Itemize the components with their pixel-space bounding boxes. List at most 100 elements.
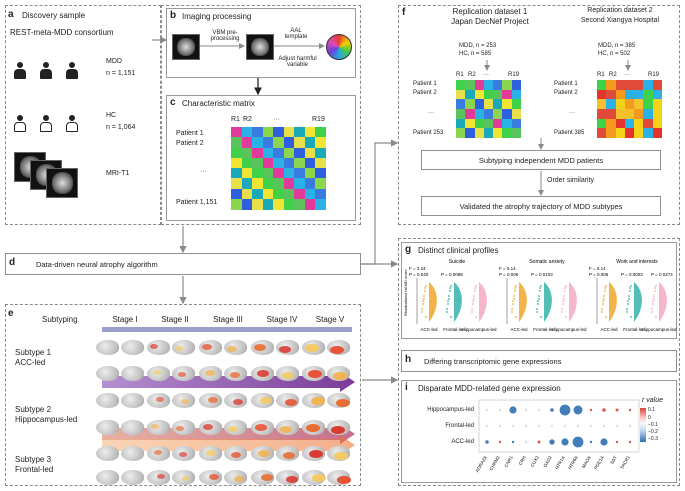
atrophy-region-marker <box>150 344 158 349</box>
matrix-cell <box>634 109 644 120</box>
matrix-cell <box>634 80 644 91</box>
matrix-cell <box>231 147 243 159</box>
mri-label: MRI-T1 <box>106 170 130 177</box>
matrix-cell <box>283 147 295 159</box>
brain-surface-image <box>327 446 350 461</box>
hc-person-icon <box>66 115 78 133</box>
matrix-cell <box>304 127 316 138</box>
matrix-cell <box>502 128 513 139</box>
matrix-col-label: R19 <box>312 116 325 123</box>
panel-a <box>5 5 161 225</box>
matrix-cell <box>315 137 327 148</box>
matrix-cell <box>304 198 316 210</box>
rep2-row-label: Patient 1 <box>554 81 578 87</box>
violin-point <box>514 290 516 292</box>
brain-surface-image <box>147 340 170 355</box>
matrix-cell <box>315 157 327 169</box>
matrix-cell <box>273 137 285 148</box>
stage-label: Stage I <box>112 315 138 324</box>
matrix-cell <box>294 168 306 179</box>
brain-surface-image <box>302 470 326 485</box>
vbm-label: VBM pre-processing <box>210 30 240 42</box>
violin-point <box>626 308 628 310</box>
matrix-cell <box>624 89 635 100</box>
gene-dot <box>563 424 567 428</box>
violin-point <box>561 311 563 313</box>
matrix-cell <box>643 118 654 129</box>
violin-category-label: ACC-led <box>420 327 438 332</box>
rep1-col-label: R1 <box>456 72 464 78</box>
matrix-cell <box>652 89 663 100</box>
violin-point <box>446 311 448 313</box>
violin-ylabel: Residualized HAMD score <box>403 269 408 316</box>
subtype-1-sub: ACC-led <box>15 358 46 367</box>
matrix-cell <box>252 137 264 148</box>
panel-i-letter-badge: i <box>405 382 408 393</box>
matrix-cell <box>511 80 522 91</box>
violin-point <box>474 287 476 289</box>
violin-point <box>446 308 448 310</box>
hc-label: HC <box>106 112 117 119</box>
gene-dot <box>509 406 517 414</box>
matrix-cell <box>511 89 522 100</box>
gene-dot <box>498 424 502 428</box>
matrix-cell <box>493 118 503 129</box>
matrix-cell <box>597 89 607 100</box>
gene-dot <box>511 440 515 444</box>
matrix-cell <box>483 118 494 129</box>
matrix-cell <box>241 127 253 138</box>
mdd-count: n = 1,151 <box>106 70 136 77</box>
atrophy-region-marker <box>279 346 291 353</box>
rep1-row-label: Patient 1 <box>413 81 437 87</box>
atrophy-region-marker <box>261 474 273 481</box>
matrix-cell <box>283 127 295 138</box>
brain-surface-image <box>96 470 119 485</box>
gene-dot <box>524 408 528 412</box>
matrix-cell <box>294 178 306 189</box>
matrix-cell <box>511 99 522 110</box>
gene-row-label: Frontal-led <box>445 423 474 429</box>
gene-label: GAD2 <box>542 455 553 469</box>
violin-point <box>601 311 603 313</box>
atrophy-region-marker <box>176 426 184 431</box>
matrix-cell <box>304 147 316 159</box>
matrix-cell <box>493 89 503 100</box>
violin-point <box>564 290 566 292</box>
brain-surface-image <box>121 420 144 435</box>
matrix-cell <box>483 89 494 100</box>
violin-point <box>629 287 631 289</box>
matrix-cell <box>241 178 253 189</box>
gene-dot <box>537 424 541 428</box>
violin-shape <box>519 282 527 322</box>
rep1-title: Replication dataset 1 <box>452 7 528 16</box>
matrix-cell <box>597 109 607 120</box>
violin-stat: P = 0.006 <box>589 272 609 277</box>
legend-title: r value <box>642 397 664 404</box>
legend-colorbar <box>640 408 646 442</box>
atrophy-region-marker <box>208 397 218 403</box>
matrix-cell <box>606 118 617 129</box>
atrophy-region-marker <box>228 426 238 432</box>
gene-dot <box>589 440 593 444</box>
brain-surface-image <box>172 420 195 435</box>
violin-point <box>653 298 655 300</box>
brain-surface-image <box>147 470 170 485</box>
brain-surface-image <box>96 446 119 461</box>
violin-category-label: Frontal-led <box>533 327 555 332</box>
violin-point <box>472 303 474 305</box>
violin-point <box>513 298 515 300</box>
matrix-cell <box>597 128 607 139</box>
matrix-cell <box>652 80 663 91</box>
violin-point <box>539 290 541 292</box>
matrix-cell <box>493 80 503 91</box>
violin-category-label: Frontal-led <box>623 327 645 332</box>
matrix-cell <box>294 198 306 210</box>
matrix-cell <box>315 127 327 138</box>
violin-point <box>562 303 564 305</box>
matrix-row-label: ··· <box>200 168 207 175</box>
atrophy-region-marker <box>234 476 244 482</box>
atrophy-region-marker <box>233 399 243 405</box>
violin-pvalue: P = 0.0274 <box>651 272 673 277</box>
violin-point <box>449 287 451 289</box>
